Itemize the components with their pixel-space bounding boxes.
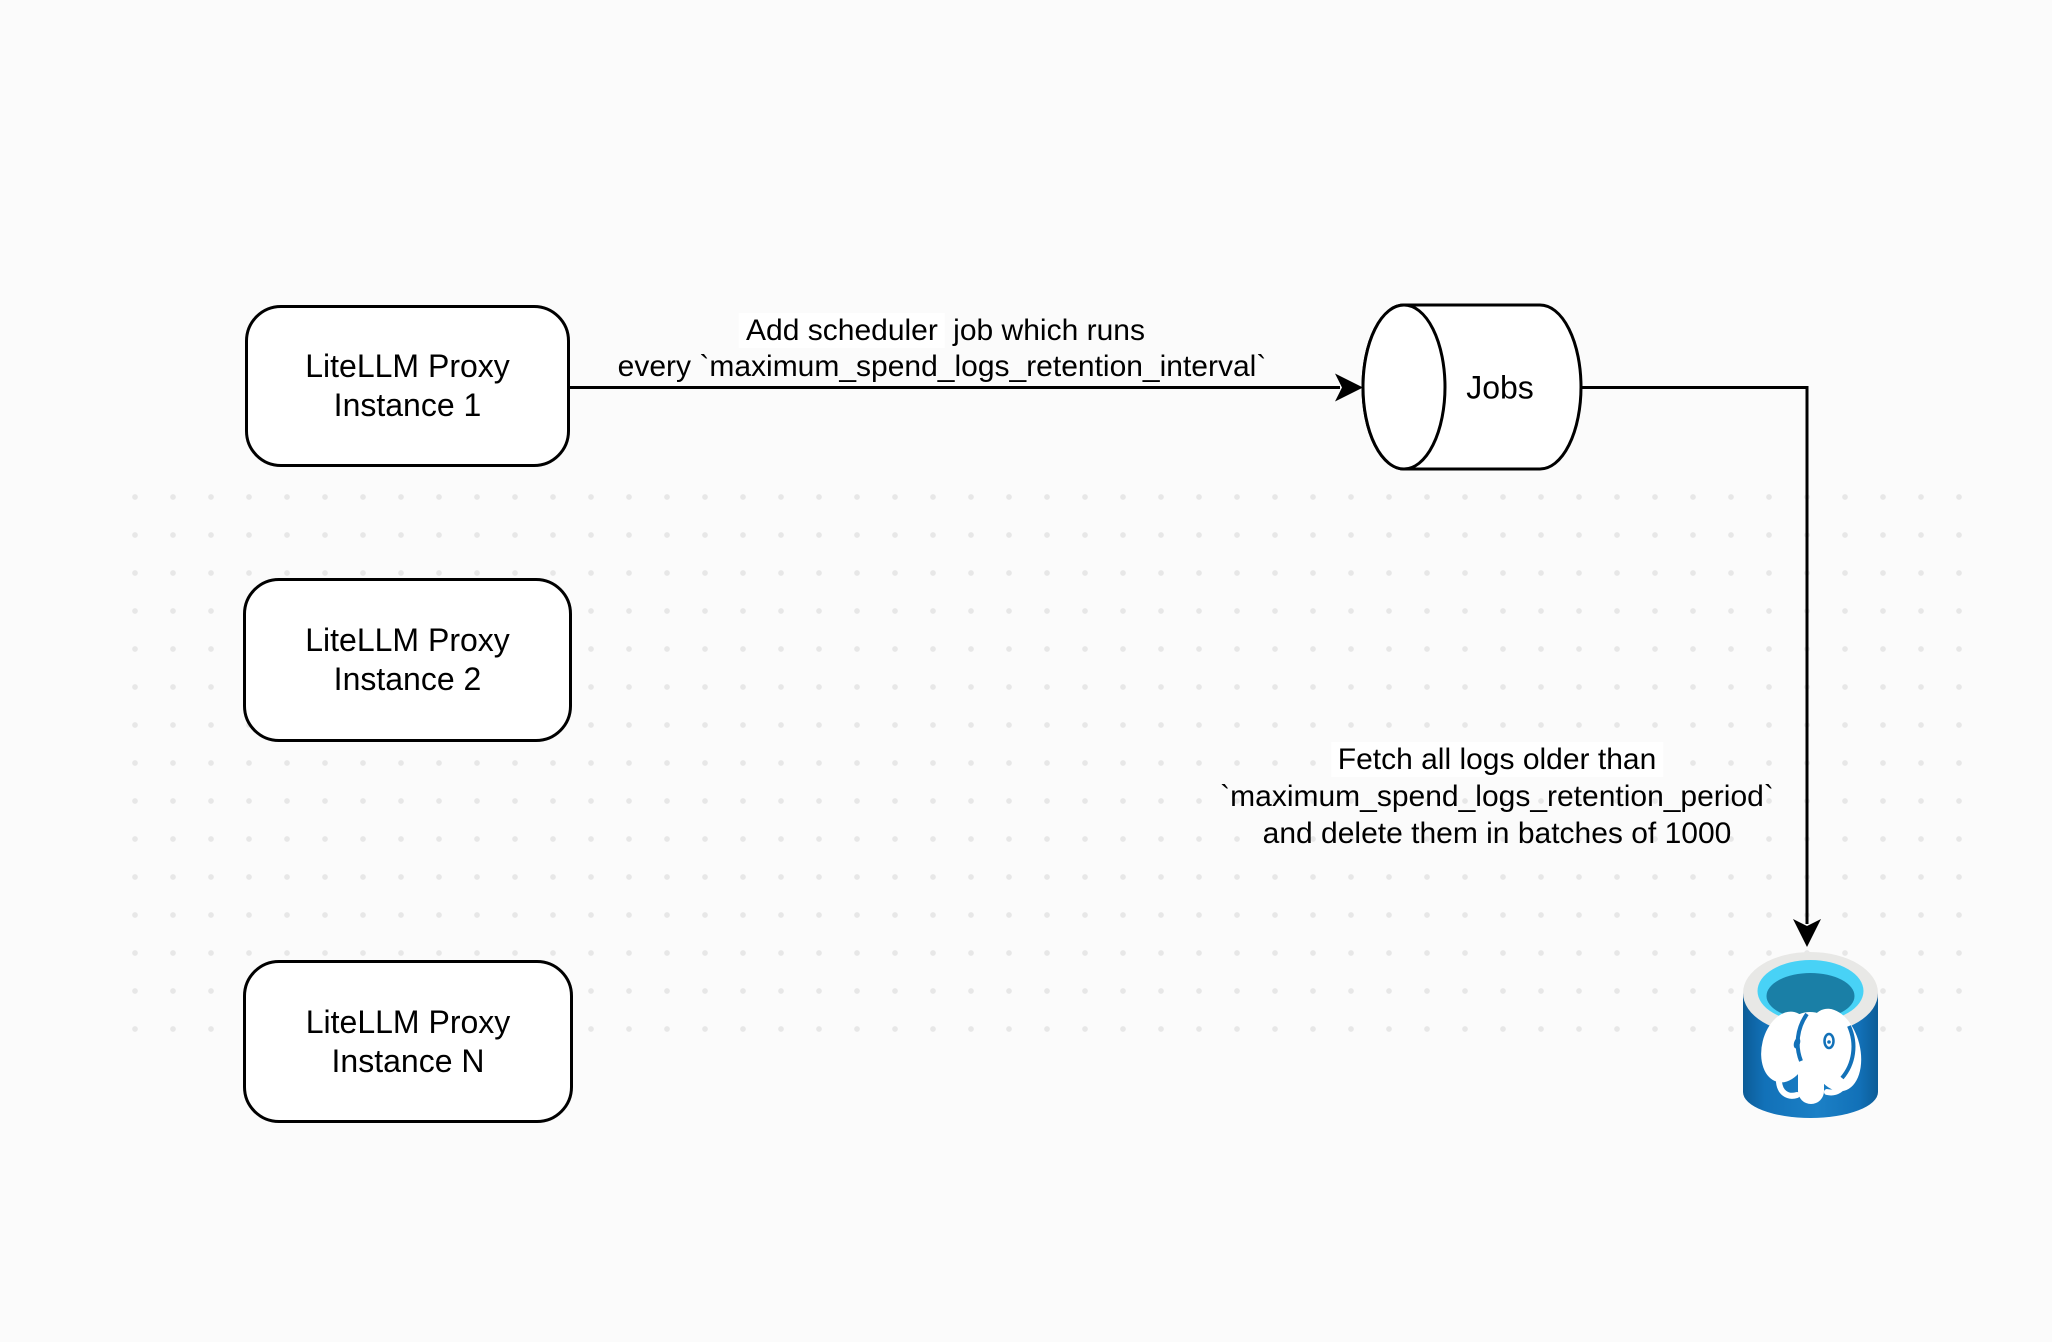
dot-grid-background bbox=[116, 478, 1978, 1048]
edge-label-highlight: Add scheduler bbox=[739, 313, 945, 348]
edge-label-fetch-line2: `maximum_spend_logs_retention_period` bbox=[1220, 780, 1774, 813]
postgresql-database-icon bbox=[1743, 952, 1878, 1118]
edge-fetch-arrow bbox=[1581, 386, 1821, 947]
node-litellm-proxy-instance-2: LiteLLM Proxy Instance 2 bbox=[243, 578, 572, 742]
arrowhead-down-icon bbox=[1793, 919, 1821, 947]
node-label-line2: Instance 1 bbox=[333, 387, 482, 423]
edge-label-fetch: Fetch all logs older than `maximum_spend… bbox=[1220, 741, 1774, 852]
edge-label-highlight: Fetch all logs older than bbox=[1330, 742, 1664, 777]
edge-label-scheduler: Add scheduler job which runs every `maxi… bbox=[617, 313, 1267, 385]
node-litellm-proxy-instance-n: LiteLLM Proxy Instance N bbox=[243, 960, 573, 1123]
node-label-line1: LiteLLM Proxy bbox=[305, 1003, 511, 1040]
postgres-elephant-icon bbox=[1761, 1008, 1862, 1104]
arrowhead-right-icon bbox=[1335, 373, 1363, 402]
node-litellm-proxy-instance-1: LiteLLM Proxy Instance 1 bbox=[245, 305, 570, 467]
edge-label-scheduler-line2: every `maximum_spend_logs_retention_inte… bbox=[617, 350, 1267, 383]
node-label-line1: LiteLLM Proxy bbox=[305, 348, 510, 384]
jobs-cylinder-shape bbox=[1361, 303, 1583, 471]
edge-label-fetch-line3: and delete them in batches of 1000 bbox=[1262, 817, 1732, 850]
edge-scheduler-arrow bbox=[570, 373, 1363, 402]
postgres-ring-inner bbox=[1766, 973, 1855, 1019]
edge-label-fetch-line1: Fetch all logs older than bbox=[1220, 741, 1774, 778]
node-label-line2: Instance 2 bbox=[333, 661, 482, 697]
node-label-line2: Instance N bbox=[331, 1042, 485, 1079]
jobs-node-label: Jobs bbox=[1466, 369, 1534, 406]
node-label-line1: LiteLLM Proxy bbox=[305, 622, 510, 658]
edge-label-scheduler-line1: Add scheduler job which runs bbox=[618, 313, 1267, 349]
